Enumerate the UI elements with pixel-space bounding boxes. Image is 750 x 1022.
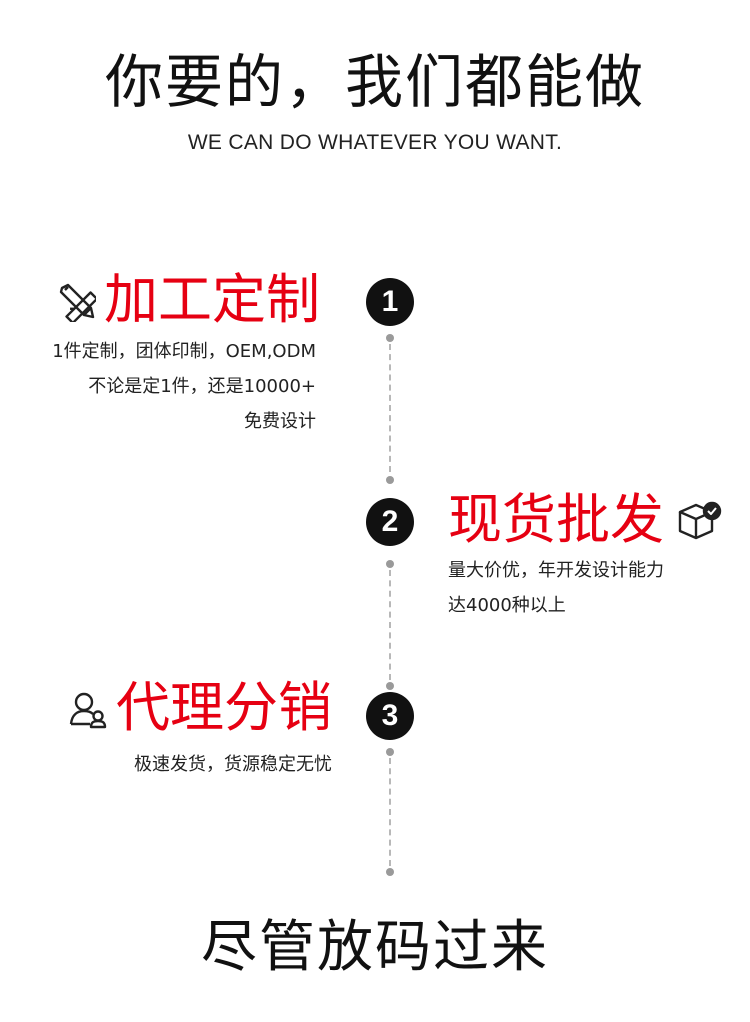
- timeline-dot: [386, 560, 394, 568]
- step-1-line-3: 免费设计: [244, 411, 316, 432]
- page-title: 你要的，我们都能做: [104, 48, 645, 116]
- step-1-line-1: 1件定制，团体印制，OEM,ODM: [52, 341, 316, 362]
- step-2-line-2: 达4000种以上: [448, 595, 566, 616]
- step-3-number: 3: [366, 692, 414, 740]
- page-subtitle: WE CAN DO WHATEVER YOU WANT.: [187, 131, 563, 154]
- timeline-line: [389, 344, 391, 472]
- users-icon: [68, 690, 108, 730]
- step-1-number: 1: [366, 278, 414, 326]
- step-1-title: 加工定制: [104, 268, 320, 331]
- timeline-dot: [386, 476, 394, 484]
- timeline-dot: [386, 334, 394, 342]
- timeline-dot: [386, 682, 394, 690]
- timeline-dot: [386, 748, 394, 756]
- step-2-title: 现货批发: [448, 488, 664, 551]
- timeline-line: [389, 758, 391, 866]
- footer-title: 尽管放码过来: [201, 915, 549, 980]
- step-1-line-2: 不论是定1件，还是10000+: [88, 376, 316, 397]
- pencil-ruler-icon: [54, 280, 96, 322]
- timeline-dot: [386, 868, 394, 876]
- timeline-line: [389, 570, 391, 680]
- step-2-number: 2: [366, 498, 414, 546]
- box-check-icon: [676, 500, 722, 542]
- step-3-line-1: 极速发货，货源稳定无忧: [134, 754, 332, 775]
- step-3-title: 代理分销: [116, 676, 332, 739]
- step-2-line-1: 量大价优，年开发设计能力: [448, 560, 664, 581]
